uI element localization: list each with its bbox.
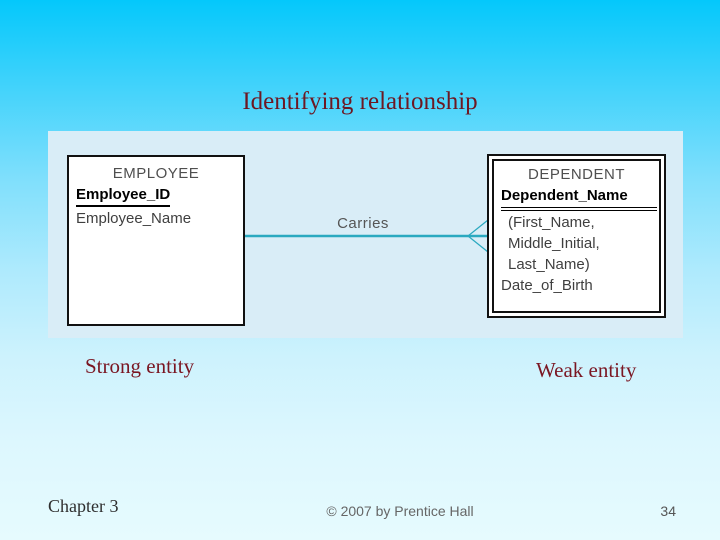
entity-dependent-title: DEPENDENT — [527, 166, 625, 183]
attribute-dependent-name: Dependent_Name — [494, 185, 659, 212]
attribute-middle-initial: Middle_Initial, — [508, 235, 600, 252]
attribute-first-name: (First_Name, — [508, 214, 595, 231]
attribute-employee-name: Employee_Name — [76, 210, 192, 227]
attribute-date-of-birth: Date_of_Birth — [501, 277, 593, 294]
footer-chapter-label: Chapter 3 — [48, 496, 119, 516]
caption-weak-entity: Weak entity — [536, 358, 637, 382]
entity-employee-title: EMPLOYEE — [112, 165, 200, 182]
attribute-employee-id-text: Employee_ID — [76, 185, 171, 207]
footer-page-number: 34 — [660, 503, 676, 519]
attribute-dependent-name-text: Dependent_Name — [501, 186, 657, 211]
entity-dependent: DEPENDENT Dependent_Name (First_Name, Mi… — [487, 154, 666, 318]
relationship-connector — [245, 219, 489, 253]
slide-title: Identifying relationship — [242, 88, 478, 115]
footer-copyright: © 2007 by Prentice Hall — [326, 503, 474, 519]
entity-employee: EMPLOYEE Employee_ID Employee_Name — [67, 155, 245, 326]
diagram-panel: Carries EMPLOYEE Employee_ID Employee_Na… — [48, 131, 683, 338]
attribute-employee-id: Employee_ID — [69, 184, 243, 208]
caption-strong-entity: Strong entity — [85, 354, 195, 378]
attribute-last-name: Last_Name) — [508, 256, 590, 273]
relationship-label: Carries — [337, 215, 389, 232]
entity-dependent-inner-border: DEPENDENT Dependent_Name (First_Name, Mi… — [492, 159, 661, 313]
crow-foot-lower-prong-icon — [467, 235, 489, 253]
crow-foot-upper-prong-icon — [467, 219, 489, 237]
